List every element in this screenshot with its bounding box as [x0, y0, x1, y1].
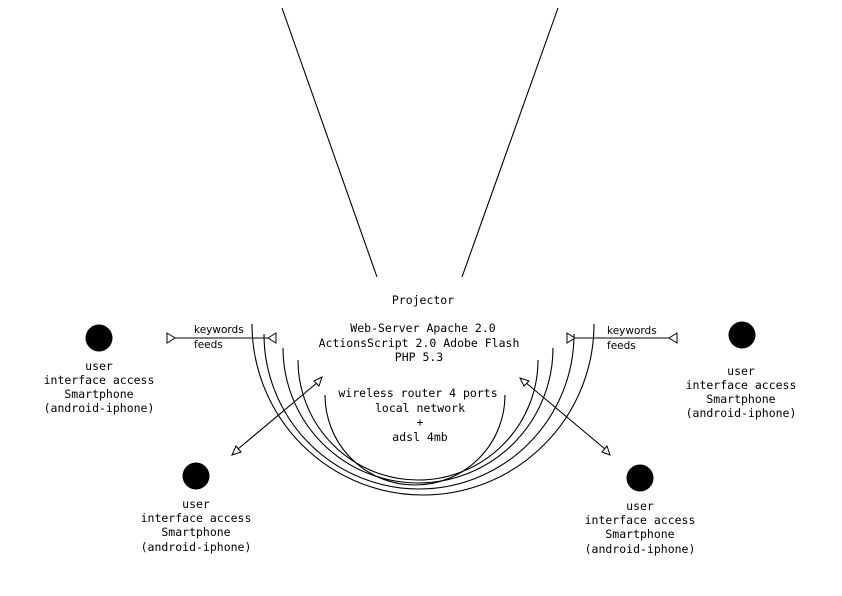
feeds-label-keywords: keywords [194, 324, 244, 336]
user-label-line: interface access [585, 513, 696, 527]
router-line: adsl 4mb [392, 430, 447, 444]
user-label-line: user [626, 499, 654, 513]
user-icon [728, 321, 756, 349]
projector-beam-left [281, 7, 378, 278]
server-line: PHP 5.3 [395, 350, 444, 364]
arrow-head-icon [601, 444, 611, 456]
server-line: Web-Server Apache 2.0 [350, 321, 495, 335]
feeds-label-feeds: feeds [607, 340, 636, 352]
arrow-head-icon [566, 332, 576, 344]
user-label-line: user [727, 364, 755, 378]
feeds-label-feeds: feeds [194, 339, 223, 351]
router-line: + [417, 415, 424, 429]
server-line: ActionsScript 2.0 Adobe Flash [319, 336, 520, 350]
user-icon [182, 462, 210, 490]
user-label-line: interface access [44, 373, 155, 387]
arrow-head-icon [267, 332, 277, 344]
router-label: wireless router 4 ports local network + … [338, 386, 497, 444]
connector-lower-left [231, 376, 323, 456]
user-node-bottom-left: user interface access Smartphone (androi… [141, 462, 252, 554]
user-node-bottom-right: user interface access Smartphone (androi… [585, 464, 696, 556]
connector-lower-right [519, 377, 611, 456]
arrow-head-icon [231, 445, 242, 456]
connector-line [524, 381, 606, 450]
user-label-line: (android-iphone) [686, 406, 797, 420]
user-label-line: user [182, 497, 210, 511]
user-label-line: Smartphone [161, 525, 230, 539]
wireless-signal-arcs [251, 323, 595, 496]
wireless-arc-2 [297, 359, 539, 481]
projector-label: Projector [392, 293, 454, 307]
connector-line [237, 381, 319, 450]
user-label-line: Smartphone [706, 392, 775, 406]
user-label-line: interface access [141, 511, 252, 525]
wireless-arc-5 [251, 323, 595, 496]
router-line: local network [375, 401, 465, 415]
feeds-connector-right: keywords feeds [566, 325, 678, 352]
router-line: wireless router 4 ports [338, 386, 497, 400]
arrow-head-icon [166, 332, 176, 344]
projector-beam-right [461, 7, 559, 278]
user-label-line: user [85, 359, 113, 373]
user-label-line: interface access [686, 378, 797, 392]
feeds-connector-left: keywords feeds [166, 324, 277, 351]
user-node-right: user interface access Smartphone (androi… [686, 321, 797, 420]
user-label-line: (android-iphone) [585, 542, 696, 556]
arrow-head-icon [313, 376, 323, 387]
arrow-head-icon [519, 377, 530, 387]
feeds-label-keywords: keywords [607, 325, 657, 337]
user-node-left: user interface access Smartphone (androi… [44, 324, 155, 415]
arrow-head-icon [668, 332, 678, 344]
user-label-line: Smartphone [64, 387, 133, 401]
user-icon [85, 324, 113, 352]
wireless-arc-3 [282, 347, 554, 484]
wireless-arc-1 [324, 394, 506, 486]
user-label-line: Smartphone [605, 527, 674, 541]
user-icon [626, 464, 654, 492]
wireless-arc-4 [263, 333, 575, 490]
user-label-line: (android-iphone) [141, 540, 252, 554]
user-label-line: (android-iphone) [44, 401, 155, 415]
web-server-label: Web-Server Apache 2.0 ActionsScript 2.0 … [319, 321, 520, 364]
